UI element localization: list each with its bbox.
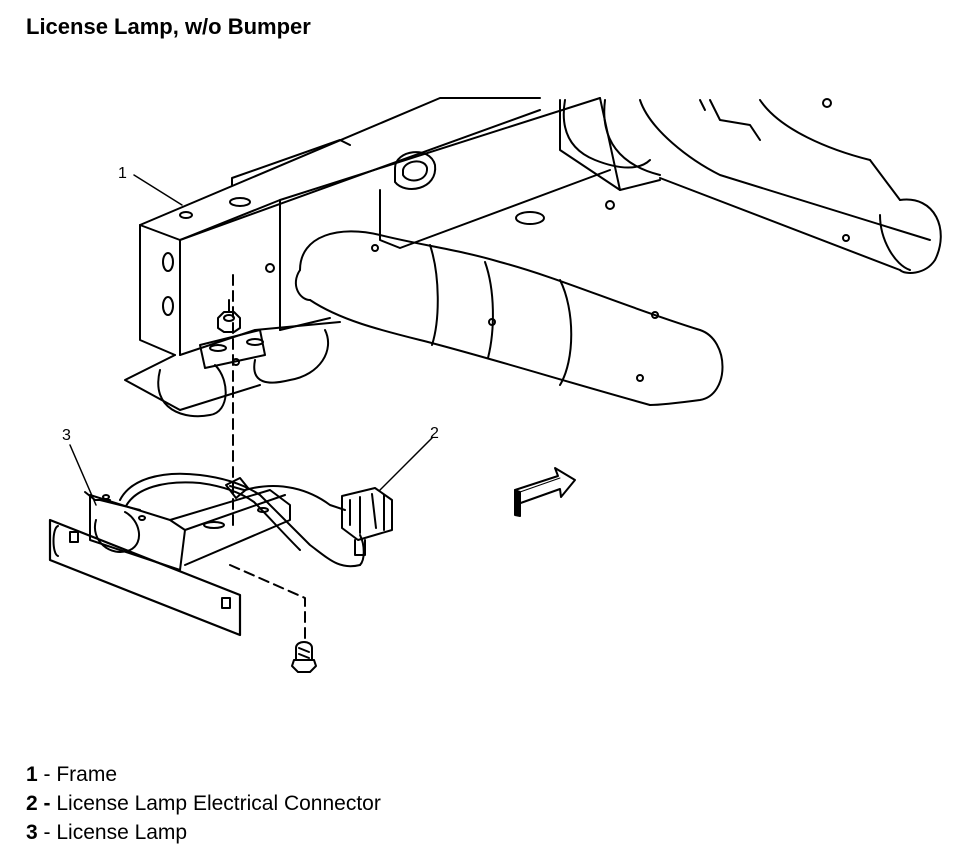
alignment-line-lower xyxy=(229,564,306,641)
mounting-nut xyxy=(217,299,241,333)
legend-separator: - xyxy=(37,763,57,786)
muffler xyxy=(562,98,942,274)
wire-harness xyxy=(119,472,365,568)
legend-separator: - xyxy=(37,821,57,844)
legend-label: License Lamp xyxy=(56,821,188,844)
license-lamp-diagram: 1 2 3 xyxy=(48,97,942,673)
legend-item-frame: 1 - Frame xyxy=(26,760,381,789)
exhaust-pipe xyxy=(294,230,724,406)
mounting-bolt xyxy=(291,641,317,673)
legend-label: Frame xyxy=(56,763,118,786)
callout-2: 2 xyxy=(430,425,439,442)
frame-rail xyxy=(124,97,661,411)
callout-leader-2 xyxy=(379,437,433,491)
clip xyxy=(225,477,249,499)
legend-number: 3 xyxy=(26,821,38,844)
legend-item-lamp: 3 - License Lamp xyxy=(26,818,381,847)
diagram-title: License Lamp, w/o Bumper xyxy=(26,14,311,39)
legend-number: 1 xyxy=(26,763,38,786)
frame-lower-bracket xyxy=(157,329,330,418)
callout-leader-3 xyxy=(69,444,97,506)
legend-label: License Lamp Electrical Connector xyxy=(56,792,381,815)
electrical-connector xyxy=(341,487,393,556)
license-lamp-bracket xyxy=(48,489,291,637)
legend-number: 2 - xyxy=(26,792,51,815)
callout-3: 3 xyxy=(62,427,71,444)
forward-arrow-icon xyxy=(514,467,576,517)
legend-item-connector: 2 - License Lamp Electrical Connector xyxy=(26,789,381,818)
callout-leader-1 xyxy=(133,174,183,206)
legend: 1 - Frame 2 - License Lamp Electrical Co… xyxy=(26,760,381,847)
callout-1: 1 xyxy=(118,165,127,182)
